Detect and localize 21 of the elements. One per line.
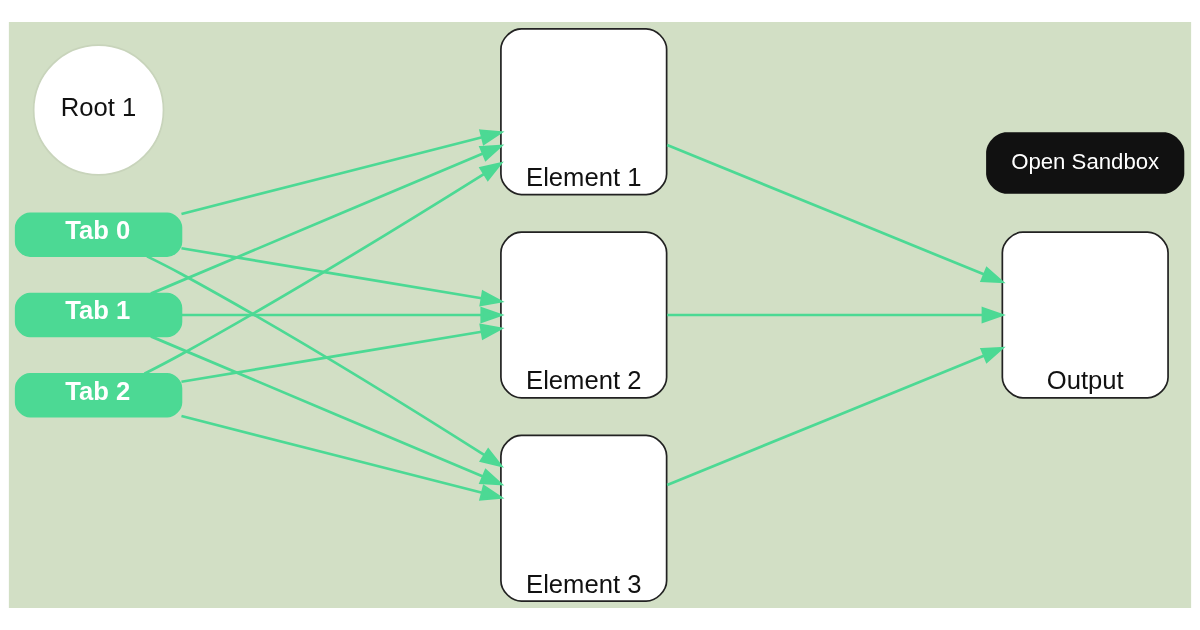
arrow	[181, 246, 505, 307]
arrow	[181, 306, 505, 324]
node-box: Tab 1	[14, 292, 183, 338]
arrow	[150, 335, 505, 486]
node-circle: Root 1	[32, 44, 165, 176]
node-box: Output	[1001, 231, 1169, 399]
node-box: Element 1	[500, 27, 668, 196]
arrow	[146, 255, 505, 468]
node-box: Tab 0	[14, 212, 183, 257]
arrow	[667, 306, 1006, 324]
arrow	[666, 346, 1006, 487]
arrow	[143, 161, 504, 375]
arrow	[181, 129, 505, 216]
arrow	[181, 414, 505, 501]
node-box: Element 3	[500, 434, 668, 603]
node-box: Element 2	[500, 231, 668, 399]
label: Open Sandbox	[1011, 148, 1160, 174]
arrow	[181, 323, 505, 384]
arrow	[150, 144, 505, 295]
arrow	[666, 143, 1006, 284]
node-box: Tab 2	[14, 373, 183, 418]
